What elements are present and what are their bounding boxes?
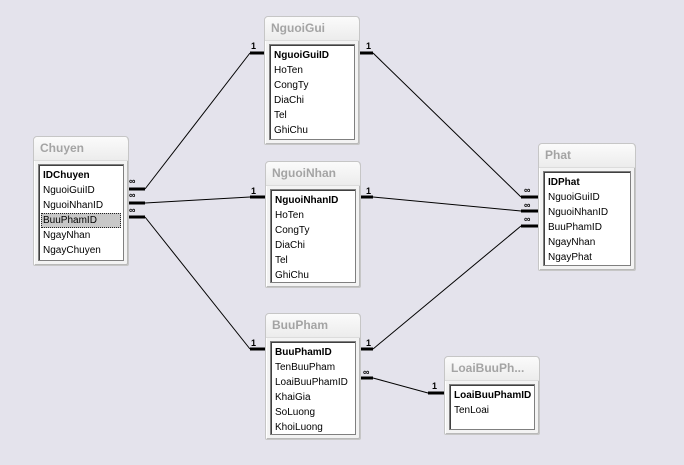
field-item[interactable]: DiaChi bbox=[274, 95, 305, 106]
many-marker: ∞ bbox=[524, 185, 531, 195]
field-item[interactable]: NgayNhan bbox=[43, 230, 91, 241]
one-marker: 1 bbox=[432, 381, 437, 391]
table-buupham[interactable]: BuuPham BuuPhamID TenBuuPham LoaiBuuPham… bbox=[265, 313, 361, 440]
table-title[interactable]: NguoiNhan bbox=[266, 162, 360, 186]
many-marker: ∞ bbox=[524, 214, 531, 224]
field-item[interactable]: KhoiLuong bbox=[275, 422, 323, 433]
many-marker: ∞ bbox=[129, 205, 136, 215]
table-title[interactable]: LoaiBuuPh... bbox=[445, 357, 539, 381]
field-list[interactable]: NguoiNhanID HoTen CongTy DiaChi Tel GhiC… bbox=[270, 189, 356, 283]
one-marker: 1 bbox=[251, 338, 256, 348]
one-marker: 1 bbox=[251, 41, 256, 51]
field-item-selected[interactable]: BuuPhamID bbox=[41, 213, 121, 228]
table-title[interactable]: BuuPham bbox=[266, 314, 360, 338]
field-item[interactable]: BuuPhamID bbox=[548, 222, 602, 233]
table-title[interactable]: Chuyen bbox=[34, 137, 128, 161]
many-marker: ∞ bbox=[524, 200, 531, 210]
field-item[interactable]: KhaiGia bbox=[275, 392, 311, 403]
relationship-buupham-phat[interactable] bbox=[358, 224, 538, 351]
field-item[interactable]: NgayNhan bbox=[548, 237, 596, 248]
field-item[interactable]: NguoiNhanID bbox=[275, 195, 339, 206]
one-marker: 1 bbox=[366, 186, 371, 196]
one-marker: 1 bbox=[366, 41, 371, 51]
field-item[interactable]: HoTen bbox=[274, 65, 303, 76]
field-item[interactable]: NgayPhat bbox=[548, 252, 592, 263]
field-list[interactable]: IDChuyen NguoiGuiID NguoiNhanID BuuPhamI… bbox=[38, 164, 124, 261]
field-item[interactable]: CongTy bbox=[274, 80, 309, 91]
field-item[interactable]: NguoiNhanID bbox=[43, 200, 104, 211]
field-item[interactable]: IDPhat bbox=[548, 177, 580, 188]
field-item[interactable]: GhiChu bbox=[275, 270, 309, 281]
field-item[interactable]: TenBuuPham bbox=[275, 362, 336, 373]
field-item[interactable]: CongTy bbox=[275, 225, 310, 236]
many-marker: ∞ bbox=[363, 367, 370, 377]
field-item[interactable]: GhiChu bbox=[274, 125, 308, 136]
field-list[interactable]: IDPhat NguoiGuiID NguoiNhanID BuuPhamID … bbox=[543, 171, 631, 266]
field-item[interactable]: NguoiGuiID bbox=[43, 185, 95, 196]
table-nguoinhan[interactable]: NguoiNhan NguoiNhanID HoTen CongTy DiaCh… bbox=[265, 161, 361, 288]
field-item[interactable]: LoaiBuuPhamID bbox=[275, 377, 348, 388]
one-marker: 1 bbox=[366, 338, 371, 348]
field-item[interactable]: Tel bbox=[274, 110, 287, 121]
relationship-nguoinhan-phat[interactable] bbox=[358, 195, 538, 213]
field-item[interactable]: IDChuyen bbox=[43, 170, 90, 181]
relationship-chuyen-nguoinhan[interactable] bbox=[128, 195, 265, 205]
table-chuyen[interactable]: Chuyen IDChuyen NguoiGuiID NguoiNhanID B… bbox=[33, 136, 129, 266]
field-list[interactable]: NguoiGuiID HoTen CongTy DiaChi Tel GhiCh… bbox=[269, 44, 355, 140]
relationship-nguoigui-phat[interactable] bbox=[358, 51, 538, 199]
table-phat[interactable]: Phat IDPhat NguoiGuiID NguoiNhanID BuuPh… bbox=[538, 143, 636, 271]
table-nguoigui[interactable]: NguoiGui NguoiGuiID HoTen CongTy DiaChi … bbox=[264, 16, 360, 145]
table-title[interactable]: NguoiGui bbox=[265, 17, 359, 41]
relationship-chuyen-nguoigui[interactable] bbox=[128, 51, 265, 191]
field-item[interactable]: LoaiBuuPhamID bbox=[454, 390, 532, 401]
field-item[interactable]: NgayChuyen bbox=[43, 245, 101, 256]
relationship-chuyen-buupham[interactable] bbox=[128, 215, 265, 351]
field-item[interactable]: HoTen bbox=[275, 210, 304, 221]
one-marker: 1 bbox=[251, 186, 256, 196]
many-marker: ∞ bbox=[129, 190, 136, 200]
field-list[interactable]: LoaiBuuPhamID TenLoai bbox=[449, 384, 535, 430]
field-item[interactable]: Tel bbox=[275, 255, 288, 266]
field-item[interactable]: NguoiGuiID bbox=[548, 192, 600, 203]
field-item[interactable]: SoLuong bbox=[275, 407, 316, 418]
many-marker: ∞ bbox=[129, 176, 136, 186]
field-item[interactable]: NguoiNhanID bbox=[548, 207, 609, 218]
field-list[interactable]: BuuPhamID TenBuuPham LoaiBuuPhamID KhaiG… bbox=[270, 341, 356, 435]
field-item[interactable]: BuuPhamID bbox=[275, 347, 332, 358]
table-loaibuupham[interactable]: LoaiBuuPh... LoaiBuuPhamID TenLoai bbox=[444, 356, 540, 435]
field-item[interactable]: TenLoai bbox=[454, 405, 490, 416]
field-item[interactable]: NguoiGuiID bbox=[274, 50, 329, 61]
table-title[interactable]: Phat bbox=[539, 144, 635, 168]
field-item[interactable]: DiaChi bbox=[275, 240, 306, 251]
